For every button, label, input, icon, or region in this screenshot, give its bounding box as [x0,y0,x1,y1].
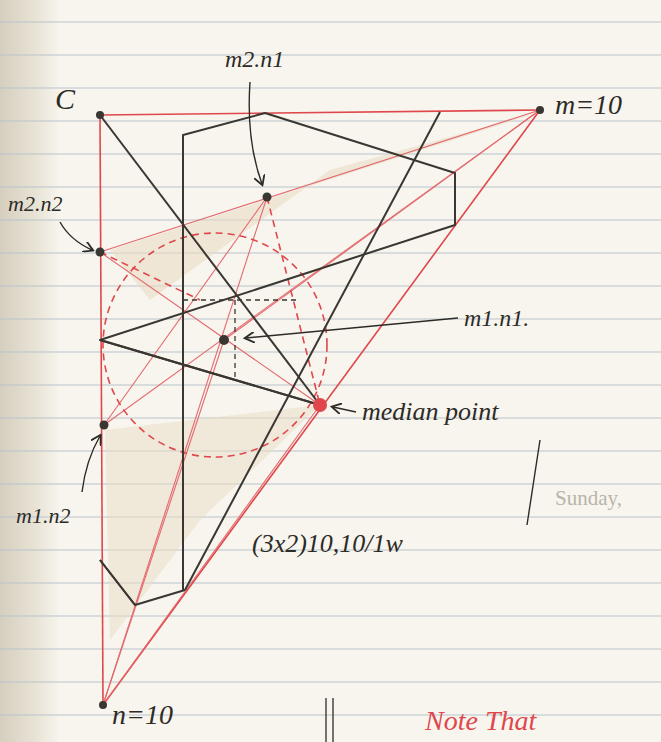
point-label: m2.n2 [8,192,62,216]
formula-note: (3x2)10,10/1w [252,530,403,559]
point-label: m1.n2 [16,504,70,528]
vertex-label: m=10 [555,90,622,121]
point-label: m1.n1. [464,305,529,331]
printed-date: Sunday, [555,487,622,510]
point-label: m2.n1 [225,46,284,72]
vertex-label: n=10 [112,700,173,731]
point-label: median point [362,398,499,427]
margin-note: Note That [425,706,536,737]
vertex-label: C [55,82,75,115]
